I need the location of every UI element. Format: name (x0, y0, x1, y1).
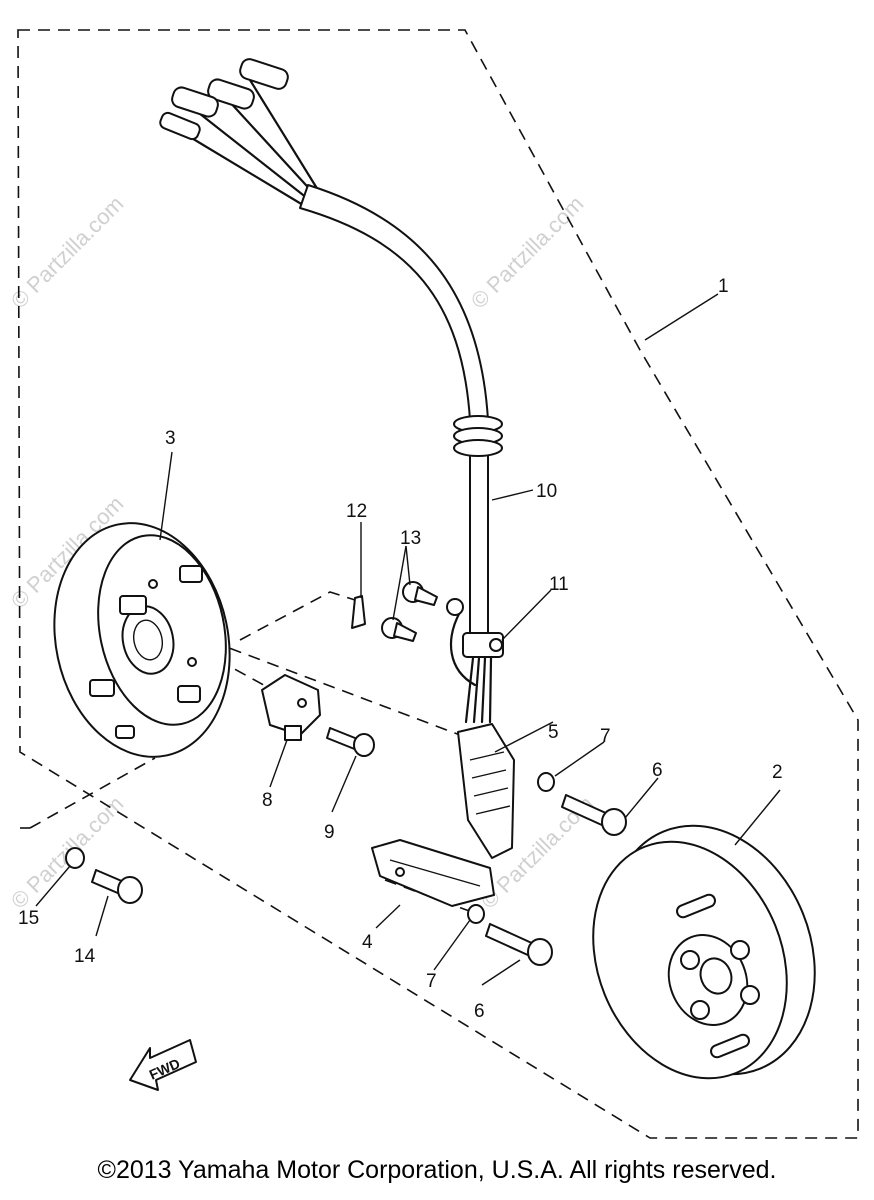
bolt (485, 923, 553, 966)
callout-14: 14 (74, 946, 96, 967)
callout-9: 9 (324, 822, 335, 843)
callout-2: 2 (772, 762, 783, 783)
callout-1: 1 (718, 276, 729, 297)
callout-3: 3 (165, 428, 176, 449)
watermark: © Partzilla.com (6, 191, 129, 314)
callout-7b: 7 (426, 971, 437, 992)
leader-dash (29, 757, 156, 829)
callout-12: 12 (346, 501, 367, 522)
wire-harness (159, 58, 504, 724)
parts-diagram: © Partzilla.com © Partzilla.com © Partzi… (6, 29, 859, 1139)
bracket (351, 595, 366, 629)
leader-dash (154, 619, 461, 736)
fwd-arrow-icon: FWD (129, 1039, 197, 1091)
callout-11: 11 (549, 574, 569, 595)
pickup-coil (261, 674, 321, 741)
clamp (446, 598, 504, 687)
washer (537, 772, 555, 792)
callout-8: 8 (262, 790, 273, 811)
leader-lines (35, 293, 781, 986)
stator-plate (53, 522, 231, 758)
washer (65, 847, 85, 869)
grommet (453, 415, 503, 457)
regulator (457, 723, 515, 859)
washer (467, 904, 485, 924)
bolt (91, 869, 143, 904)
watermark: © Partzilla.com (466, 191, 589, 314)
callout-6a: 6 (652, 760, 663, 781)
callout-6b: 6 (474, 1001, 485, 1022)
cdi-unit (371, 839, 495, 907)
screw (402, 581, 438, 606)
copyright-notice: ©2013 Yamaha Motor Corporation, U.S.A. A… (97, 1156, 777, 1184)
screw (326, 727, 375, 757)
callout-13: 13 (400, 528, 421, 549)
callouts: 1 2 3 4 5 6 6 7 7 8 9 10 11 12 13 14 15 (18, 276, 783, 1022)
callout-10: 10 (536, 481, 557, 502)
callout-15: 15 (18, 908, 39, 929)
flywheel-rotor (592, 824, 816, 1080)
callout-7a: 7 (600, 726, 611, 747)
bolt (561, 794, 627, 836)
callout-5: 5 (548, 722, 559, 743)
assembly-outline (17, 29, 859, 1139)
screw (381, 617, 417, 642)
leader-dash (239, 591, 356, 641)
callout-4: 4 (362, 932, 373, 953)
